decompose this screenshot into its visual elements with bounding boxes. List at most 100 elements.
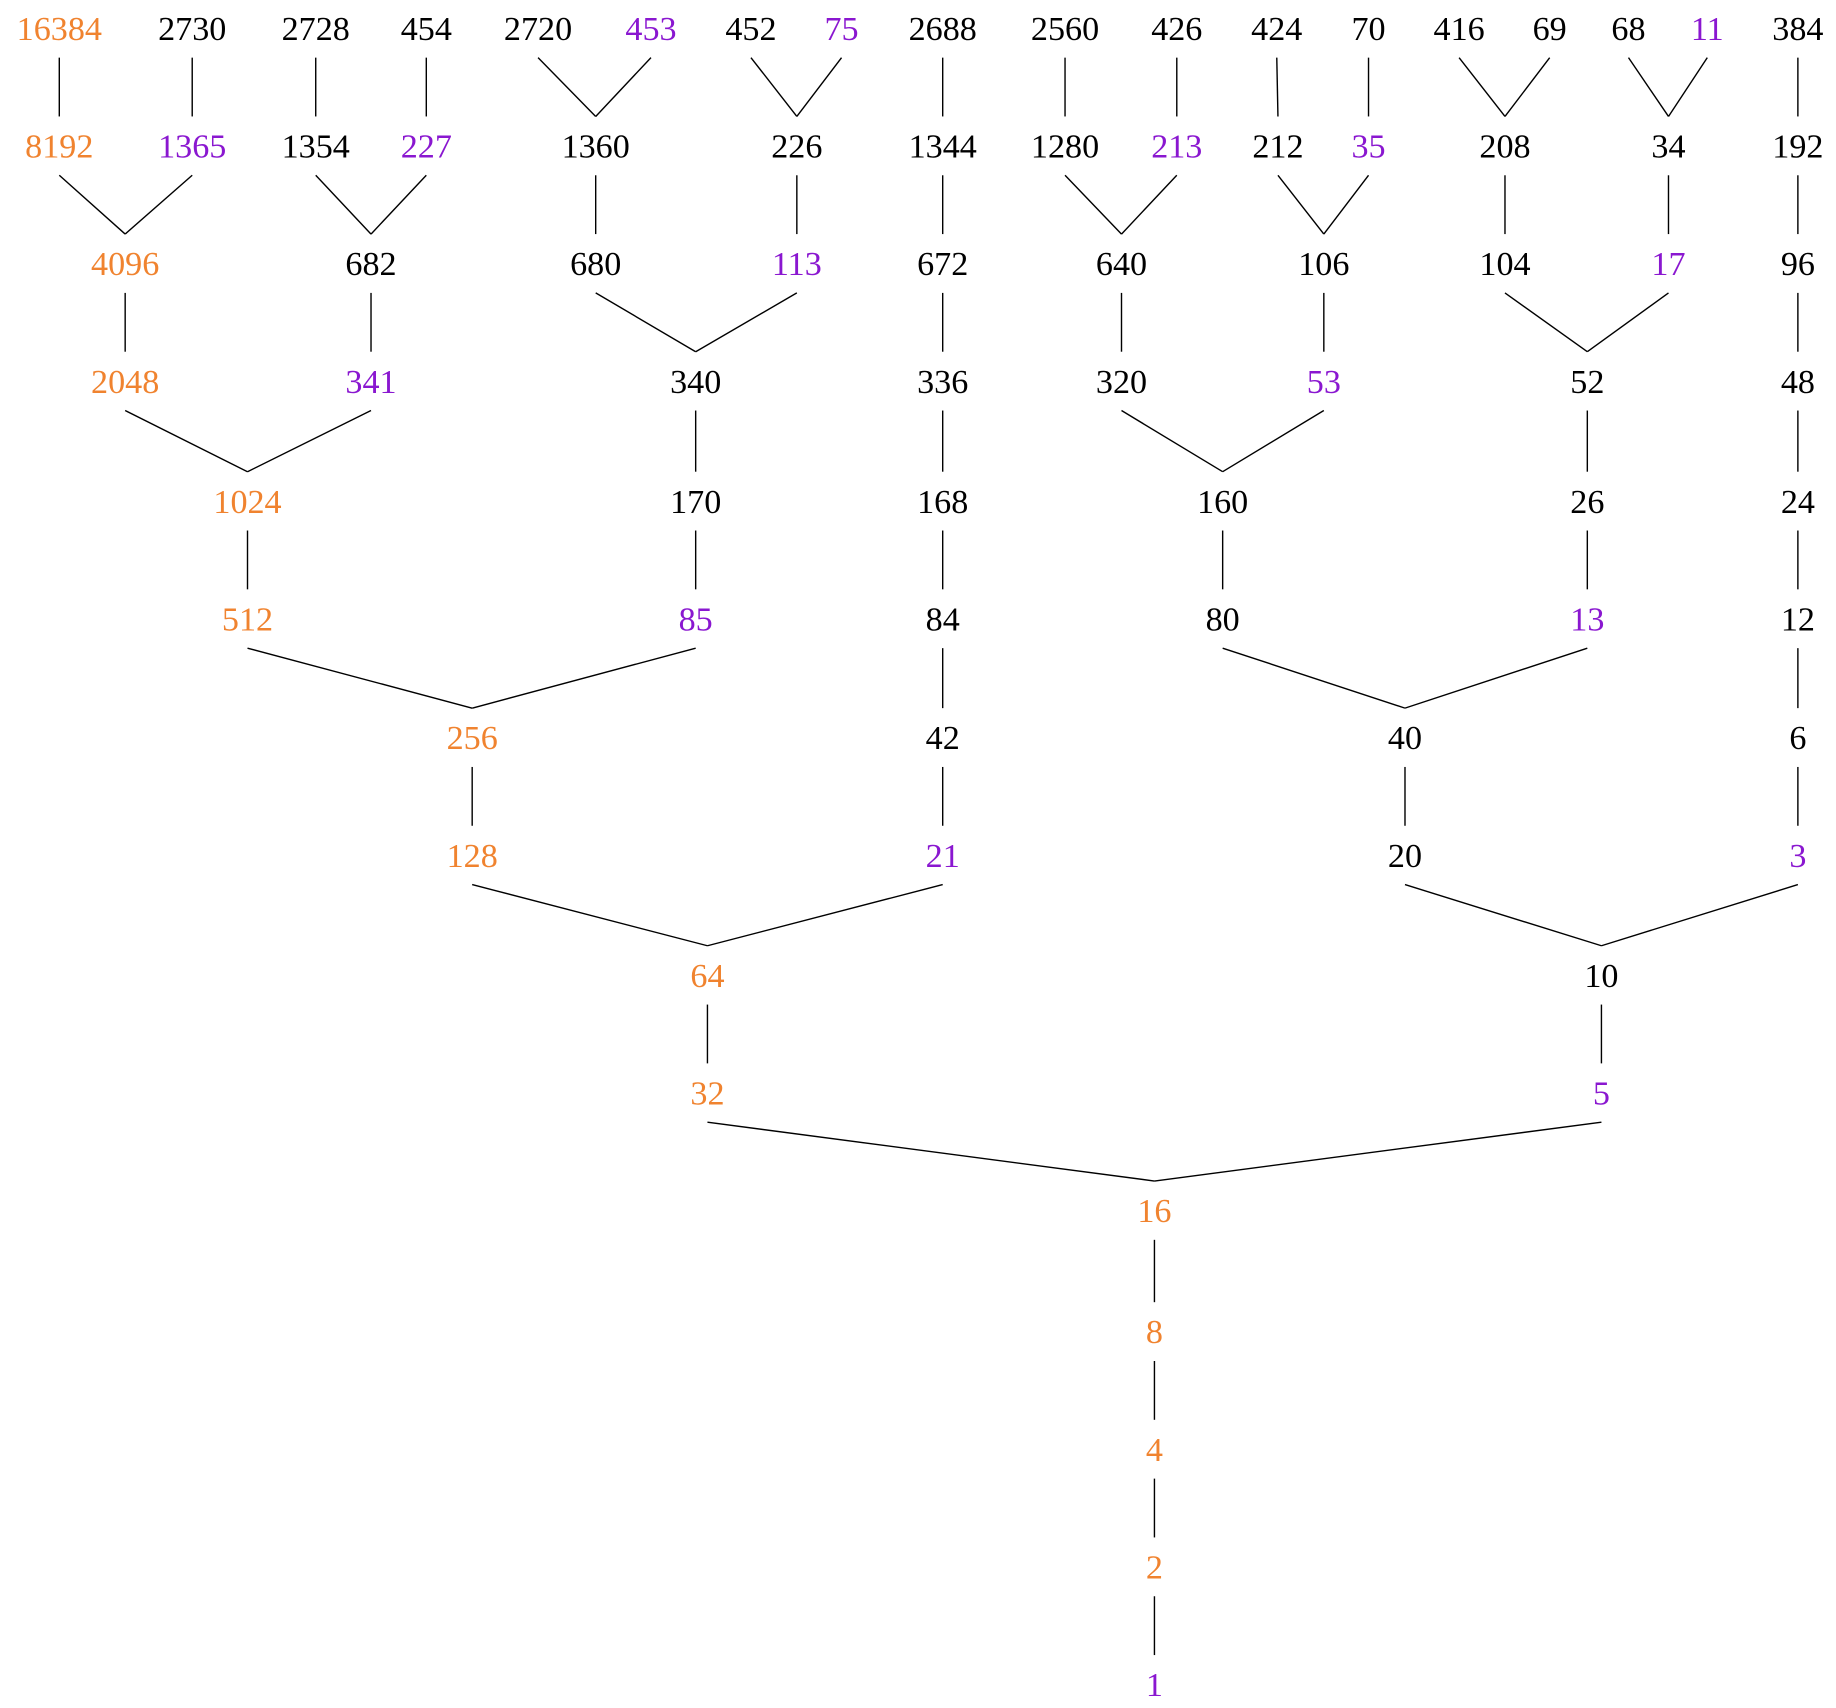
node-12: 12 (1781, 601, 1815, 638)
edge-1354-682 (315, 174, 372, 235)
edge-2048-1024 (124, 409, 248, 473)
node-2048: 2048 (91, 364, 159, 401)
node-320: 320 (1096, 364, 1147, 401)
node-213: 213 (1151, 129, 1202, 166)
node-4096: 4096 (91, 246, 159, 283)
node-192: 192 (1772, 129, 1823, 166)
node-10: 10 (1584, 958, 1618, 995)
node-682: 682 (345, 246, 396, 283)
node-1365: 1365 (158, 129, 226, 166)
node-64: 64 (690, 958, 724, 995)
edge-53-160 (1222, 409, 1325, 473)
edge-512-256 (247, 647, 473, 709)
node-2: 2 (1146, 1550, 1163, 1587)
node-8: 8 (1146, 1314, 1163, 1351)
node-452: 452 (725, 11, 776, 48)
node-75: 75 (824, 11, 858, 48)
node-1024: 1024 (213, 484, 281, 521)
node-3: 3 (1789, 838, 1806, 875)
edge-85-256 (471, 647, 696, 709)
edge-3-10 (1601, 883, 1799, 947)
edge-11-34 (1667, 57, 1708, 117)
node-70: 70 (1351, 11, 1385, 48)
node-416: 416 (1434, 11, 1485, 48)
node-40: 40 (1388, 720, 1422, 757)
node-1: 1 (1146, 1667, 1163, 1704)
node-672: 672 (917, 246, 968, 283)
edge-212-106 (1277, 174, 1325, 235)
node-32: 32 (690, 1075, 724, 1112)
edge-416-208 (1458, 57, 1506, 117)
node-53: 53 (1307, 364, 1341, 401)
node-640: 640 (1096, 246, 1147, 283)
edge-17-52 (1586, 292, 1669, 353)
node-256: 256 (447, 720, 498, 757)
node-104: 104 (1479, 246, 1530, 283)
node-13: 13 (1570, 601, 1604, 638)
edge-453-1360 (595, 57, 652, 117)
edge-35-106 (1323, 174, 1370, 235)
node-384: 384 (1772, 11, 1823, 48)
node-512: 512 (222, 601, 273, 638)
edge-20-10 (1404, 883, 1602, 947)
node-426: 426 (1151, 11, 1202, 48)
node-160: 160 (1197, 484, 1248, 521)
node-454: 454 (401, 11, 452, 48)
edge-68-34 (1627, 57, 1670, 117)
node-2728: 2728 (282, 11, 350, 48)
edge-452-226 (750, 57, 798, 117)
edge-213-640 (1120, 174, 1178, 235)
node-106: 106 (1298, 246, 1349, 283)
node-168: 168 (917, 484, 968, 521)
node-26: 26 (1570, 484, 1604, 521)
edge-69-208 (1504, 57, 1551, 117)
node-680: 680 (570, 246, 621, 283)
edge-13-40 (1404, 647, 1588, 709)
node-16: 16 (1137, 1193, 1171, 1230)
node-226: 226 (771, 129, 822, 166)
node-5: 5 (1593, 1075, 1610, 1112)
edge-1365-4096 (124, 174, 193, 235)
edges (58, 57, 1799, 1656)
node-113: 113 (772, 246, 822, 283)
node-80: 80 (1206, 601, 1240, 638)
node-20: 20 (1388, 838, 1422, 875)
edge-320-160 (1121, 409, 1224, 473)
node-1360: 1360 (562, 129, 630, 166)
edge-128-64 (472, 883, 708, 947)
node-21: 21 (926, 838, 960, 875)
edge-227-682 (370, 174, 427, 235)
node-35: 35 (1351, 129, 1385, 166)
node-34: 34 (1651, 129, 1685, 166)
node-17: 17 (1651, 246, 1685, 283)
node-212: 212 (1252, 129, 1303, 166)
node-227: 227 (401, 129, 452, 166)
edge-8192-4096 (58, 174, 126, 235)
node-42: 42 (926, 720, 960, 757)
edge-32-16 (707, 1121, 1155, 1182)
edge-75-226 (796, 57, 843, 117)
edge-21-64 (707, 883, 943, 947)
node-96: 96 (1781, 246, 1815, 283)
node-170: 170 (670, 484, 721, 521)
node-84: 84 (926, 601, 960, 638)
node-48: 48 (1781, 364, 1815, 401)
edge-80-40 (1222, 647, 1406, 709)
node-2560: 2560 (1031, 11, 1099, 48)
node-2730: 2730 (158, 11, 226, 48)
node-68: 68 (1611, 11, 1645, 48)
edge-113-340 (695, 292, 798, 353)
node-1280: 1280 (1031, 129, 1099, 166)
edge-341-1024 (247, 409, 372, 473)
node-85: 85 (679, 601, 713, 638)
node-1344: 1344 (909, 129, 977, 166)
node-2720: 2720 (504, 11, 572, 48)
node-6: 6 (1789, 720, 1806, 757)
node-453: 453 (625, 11, 676, 48)
edge-1280-640 (1064, 174, 1123, 235)
node-208: 208 (1479, 129, 1530, 166)
node-52: 52 (1570, 364, 1604, 401)
node-2688: 2688 (909, 11, 977, 48)
node-424: 424 (1251, 11, 1302, 48)
